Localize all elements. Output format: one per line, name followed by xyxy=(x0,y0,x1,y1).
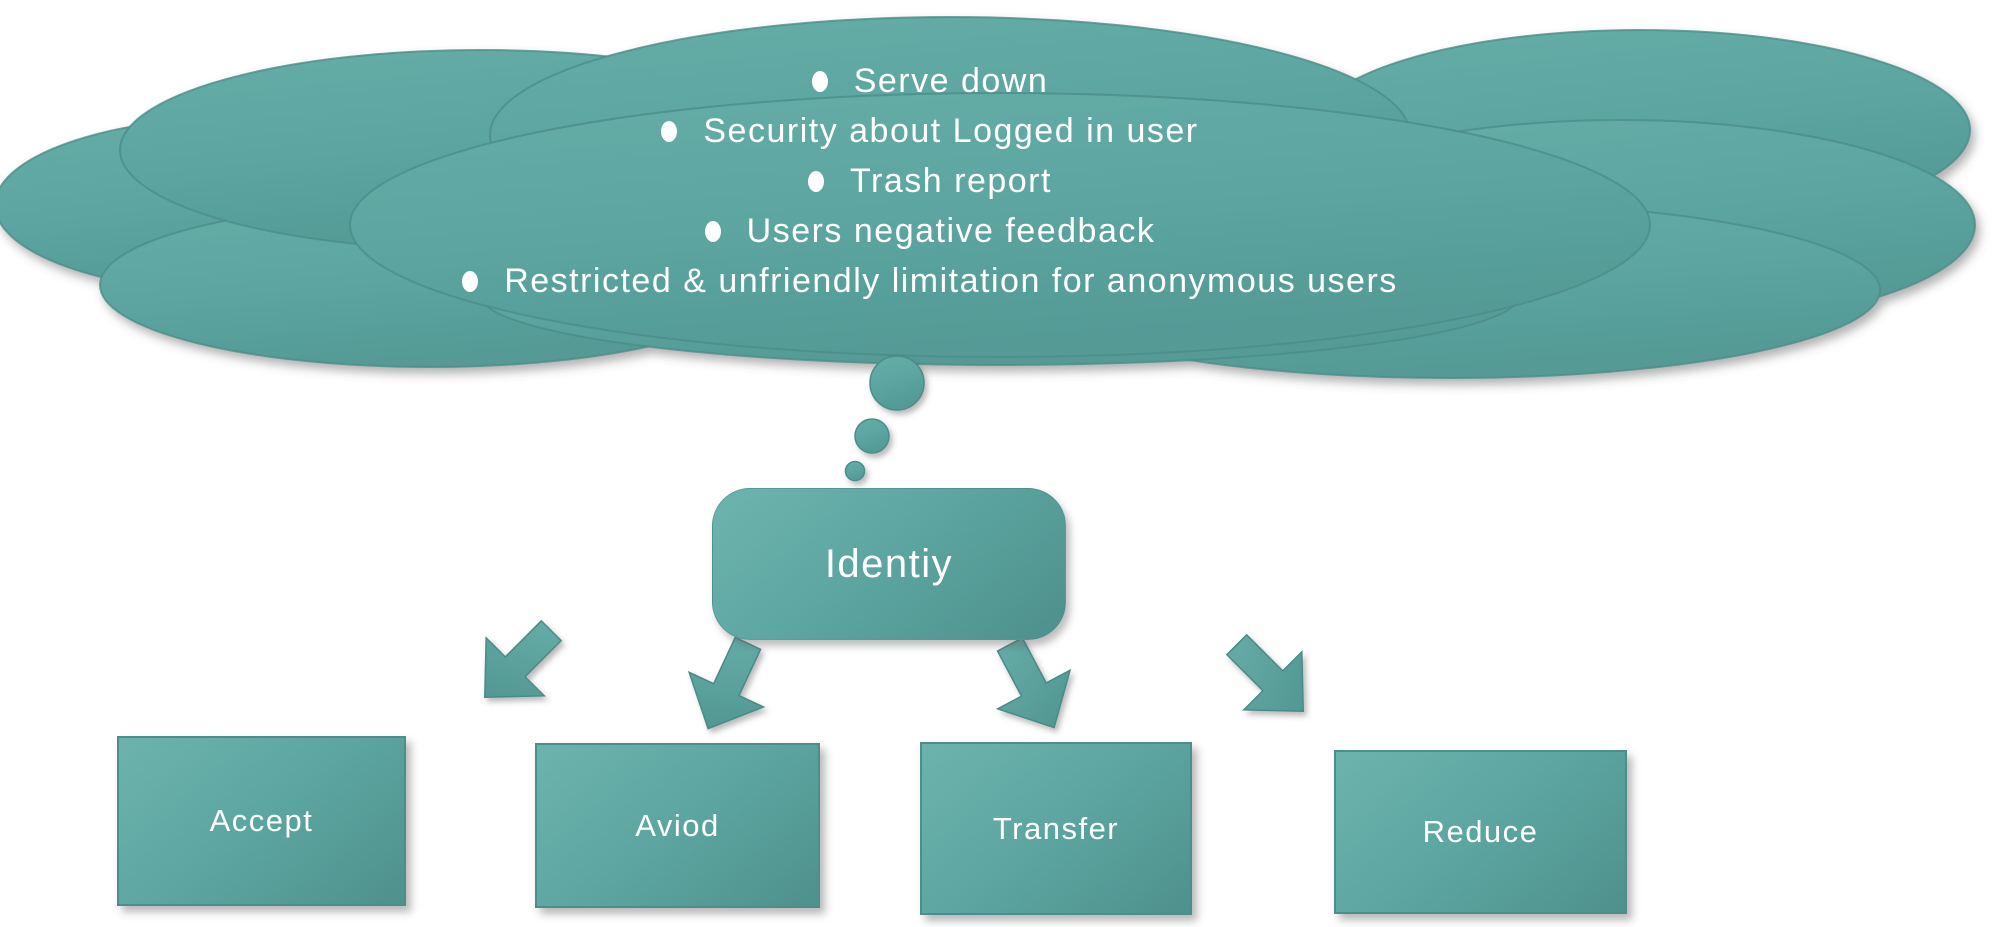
list-item: Users negative feedback xyxy=(704,206,1156,256)
bullet-text: Restricted & unfriendly limitation for a… xyxy=(504,261,1398,300)
bullet-text: Security about Logged in user xyxy=(703,111,1199,150)
list-item: Restricted & unfriendly limitation for a… xyxy=(462,256,1398,306)
bullet-icon xyxy=(811,70,828,92)
strategy-node-aviod: Aviod xyxy=(535,743,820,908)
strategy-node-label: Aviod xyxy=(635,807,720,843)
arrow-down-left-icon xyxy=(687,636,766,730)
cloud-bullet-list: Serve down Security about Logged in user… xyxy=(0,56,1860,306)
bullet-icon xyxy=(808,170,825,192)
identify-node: Identiy xyxy=(712,488,1066,640)
bullet-text: Serve down xyxy=(853,61,1049,100)
bullet-icon xyxy=(704,220,721,242)
strategy-node-transfer: Transfer xyxy=(920,742,1192,915)
branch-arrows xyxy=(483,619,1305,730)
list-item: Security about Logged in user xyxy=(661,106,1198,156)
arrow-down-left-icon xyxy=(483,619,563,699)
strategy-node-label: Transfer xyxy=(992,810,1120,846)
bullet-icon xyxy=(462,270,479,292)
cloud-shape xyxy=(0,16,1976,379)
list-item: Serve down xyxy=(811,56,1049,106)
identify-node-label: Identiy xyxy=(824,541,954,586)
thought-bubble-circles xyxy=(844,355,925,482)
bullet-icon xyxy=(661,120,678,142)
arrow-down-right-icon xyxy=(995,636,1072,729)
bullet-text: Trash report xyxy=(850,161,1052,200)
strategy-node-label: Reduce xyxy=(1422,814,1539,849)
strategy-node-reduce: Reduce xyxy=(1334,750,1627,914)
list-item: Trash report xyxy=(808,156,1052,206)
arrow-down-right-icon xyxy=(1225,633,1305,713)
strategy-node-label: Accept xyxy=(209,803,314,838)
strategy-node-accept: Accept xyxy=(117,736,406,906)
bullet-text: Users negative feedback xyxy=(746,211,1156,250)
